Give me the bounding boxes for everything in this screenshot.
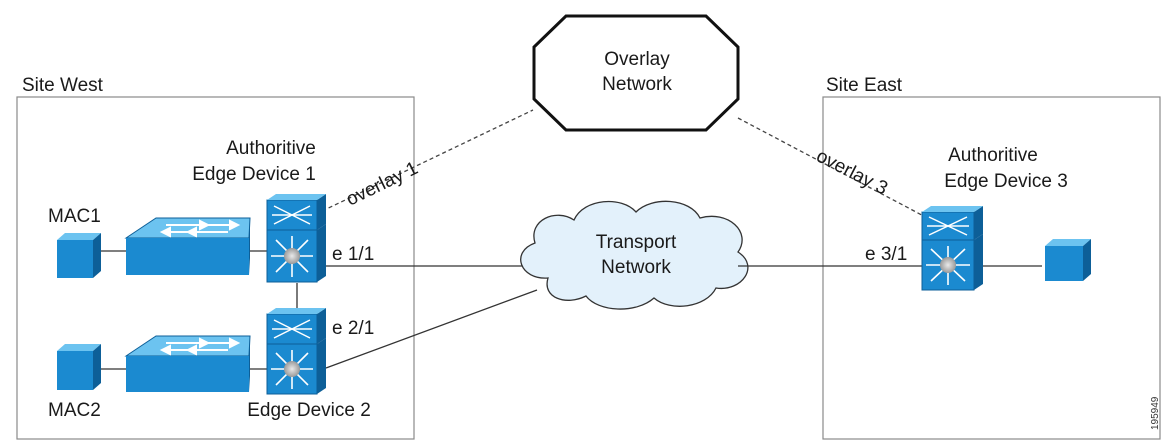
layer2-switch-1-icon [124, 217, 251, 275]
mac1-label: MAC1 [48, 206, 101, 227]
overlay-network-label-2: Network [602, 74, 672, 95]
overlay-network-shape [532, 14, 740, 132]
aed3-label-1: Authoritive [948, 145, 1038, 166]
edge-device-1-icon [266, 194, 326, 283]
overlay-1-link [315, 109, 534, 215]
aed1-label-1: Authoritive [226, 138, 316, 159]
site-east-box [822, 96, 1161, 440]
figure-id-label: 195949 [1150, 396, 1161, 430]
mac2-host-icon [57, 344, 101, 390]
interface-e21-label: e 2/1 [332, 318, 374, 339]
mac1-host-icon [57, 233, 101, 278]
overlay-3-label: overlay 3 [813, 146, 891, 200]
mac2-label: MAC2 [48, 400, 101, 421]
east-host-icon [1045, 239, 1091, 281]
transport-network-label-1: Transport [596, 232, 677, 253]
layer2-switch-2-icon [124, 335, 251, 392]
transport-network-label-2: Network [601, 257, 671, 278]
interface-e11-label: e 1/1 [332, 244, 374, 265]
interface-e31-label: e 3/1 [865, 244, 907, 265]
edge-device-3-icon [921, 206, 983, 291]
overlay-1-label: overlay 1 [343, 158, 422, 211]
aed1-label-2: Edge Device 1 [192, 164, 316, 185]
edge-device-2-icon [266, 308, 326, 395]
overlay-3-link [737, 117, 936, 223]
aed3-label-2: Edge Device 3 [944, 171, 1068, 192]
transport-network-cloud [520, 200, 749, 310]
site-east-label: Site East [826, 75, 903, 96]
e21-transport-link [325, 289, 538, 369]
site-west-box [16, 96, 415, 440]
ed2-label: Edge Device 2 [247, 400, 371, 421]
overlay-network-label-1: Overlay [604, 49, 670, 70]
site-west-label: Site West [22, 75, 104, 96]
